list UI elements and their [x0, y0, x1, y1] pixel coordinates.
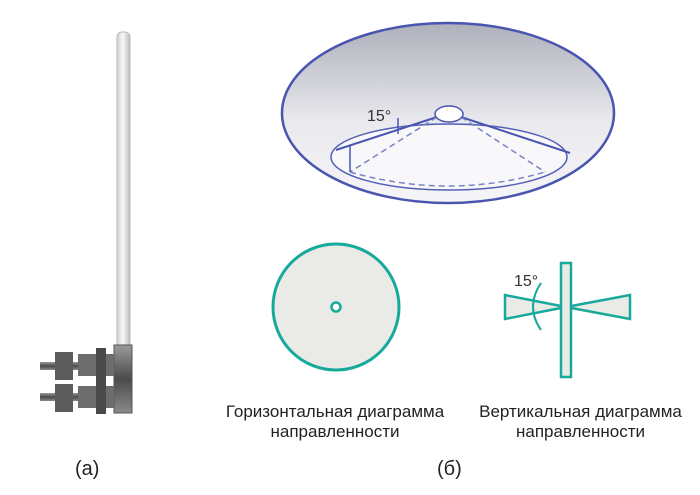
vertical-lobe-right — [566, 295, 630, 319]
vertical-caption: Вертикальная диаграмма направленности — [463, 402, 698, 442]
angle-label-right: 15° — [514, 273, 538, 290]
vertical-lobe-left — [505, 295, 566, 319]
bowl-inner-floor — [331, 124, 567, 190]
horizontal-pattern — [273, 244, 399, 370]
vertical-caption-line1: Вертикальная диаграмма — [463, 402, 698, 422]
vertical-caption-line2: направленности — [463, 422, 698, 442]
antenna-hub — [435, 106, 463, 122]
antenna-base — [114, 345, 132, 413]
horizontal-caption-line1: Горизонтальная диаграмма — [205, 402, 465, 422]
antenna-illustration — [40, 32, 132, 414]
part-label-b: (б) — [437, 458, 462, 481]
horizontal-caption-line2: направленности — [205, 422, 465, 442]
vertical-pattern: 15° — [505, 263, 630, 377]
antenna-mast — [117, 32, 130, 350]
radiation-pattern-3d: 15° — [282, 23, 614, 203]
angle-label-top: 15° — [367, 108, 391, 125]
mounting-bracket-lower — [40, 380, 114, 414]
vertical-antenna-bar — [561, 263, 571, 377]
horizontal-caption: Горизонтальная диаграмма направленности — [205, 402, 465, 442]
mounting-bracket-upper — [40, 348, 114, 382]
part-label-a: (а) — [75, 458, 99, 481]
antenna-dot — [332, 303, 341, 312]
